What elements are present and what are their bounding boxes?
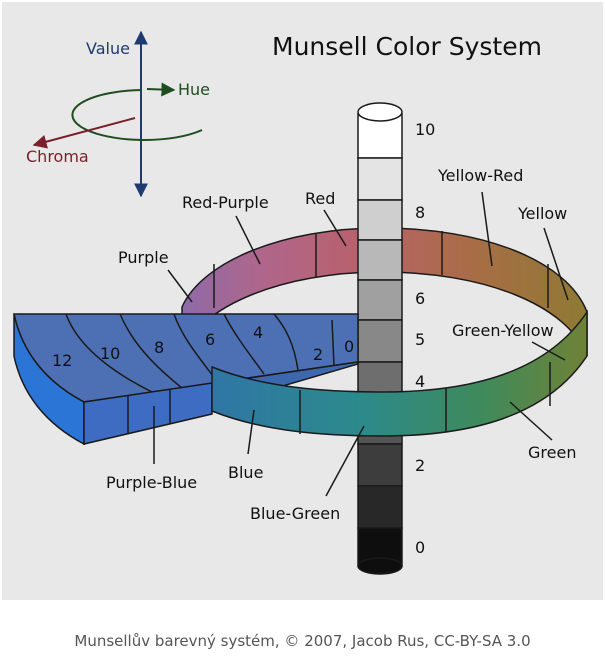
chroma-step-12 (65, 313, 153, 393)
chroma-label: 6 (205, 330, 215, 349)
value-label: 6 (415, 289, 425, 308)
diagram-title: Munsell Color System (272, 32, 542, 61)
value-axis-label: Value (86, 39, 130, 58)
hue-label-red-purple: Red-Purple (182, 193, 269, 212)
chroma-arrow (32, 117, 136, 149)
value-label: 10 (415, 120, 435, 139)
hue-label-purple: Purple (118, 248, 169, 267)
chroma-step-8 (173, 313, 217, 381)
hue-label-green-yellow: Green-Yellow (452, 321, 554, 340)
chroma-label: 4 (253, 323, 263, 342)
hue-label-yellow-red: Yellow-Red (437, 166, 523, 185)
axes-legend: Value Hue Chroma (26, 30, 210, 198)
hue-label-red: Red (305, 189, 335, 208)
chroma-label: 8 (154, 338, 164, 357)
hue-label-blue-green: Blue-Green (250, 504, 340, 523)
leader-blue-green (325, 425, 365, 497)
chroma-step-4 (273, 313, 299, 371)
chroma-scale: 12 10 8 6 4 2 0 (52, 323, 354, 370)
value-label: 4 (415, 372, 425, 391)
munsell-diagram: Munsell Color System Value Hue Chroma (2, 2, 603, 600)
hue-ring-front (211, 309, 588, 437)
value-segment-1 (357, 485, 403, 529)
chroma-step-10 (119, 313, 183, 389)
value-label: 0 (415, 538, 425, 557)
chroma-step-2 (331, 319, 335, 367)
hue-leaders (153, 191, 569, 497)
value-label: 8 (415, 203, 425, 222)
value-segment-2 (357, 443, 403, 487)
hue-axis-label: Hue (178, 80, 210, 99)
chroma-axis-label: Chroma (26, 147, 89, 166)
value-label: 5 (415, 330, 425, 349)
value-segment-8 (357, 199, 403, 241)
hue-rotation-ellipse (71, 89, 203, 141)
chroma-step-6 (223, 313, 265, 375)
leader-yellow (543, 227, 569, 301)
value-label: 2 (415, 456, 425, 475)
chroma-wedge-front-face (83, 382, 213, 445)
leader-blue (247, 409, 255, 455)
chroma-label: 12 (52, 351, 72, 370)
hue-label-yellow: Yellow (517, 204, 567, 223)
hue-label-purple-blue: Purple-Blue (106, 473, 197, 492)
leader-red-purple (235, 215, 261, 265)
hue-labels: Red-Purple Red Yellow-Red Yellow Purple … (106, 166, 576, 523)
leader-yellow-red (481, 191, 493, 267)
hue-label-blue: Blue (228, 463, 263, 482)
chroma-label: 0 (344, 337, 354, 356)
value-segment-9 (357, 157, 403, 201)
leader-red (323, 209, 347, 247)
leader-green (509, 401, 553, 441)
value-segment-5 (357, 319, 403, 363)
image-caption: Munsellův barevný systém, © 2007, Jacob … (74, 632, 531, 650)
value-column-bottom (357, 557, 403, 575)
munsell-svg: Munsell Color System Value Hue Chroma (13, 30, 588, 575)
hue-label-green: Green (528, 443, 576, 462)
value-segment-6 (357, 279, 403, 321)
hue-arrow (146, 82, 176, 97)
chroma-label: 10 (100, 344, 120, 363)
value-column-top (357, 102, 403, 122)
leader-green-yellow (531, 341, 566, 361)
value-segment-7 (357, 239, 403, 281)
leader-purple (167, 269, 193, 303)
chroma-label: 2 (313, 345, 323, 364)
value-scale: 10 8 6 5 4 2 0 (415, 120, 435, 557)
value-column (357, 102, 403, 575)
